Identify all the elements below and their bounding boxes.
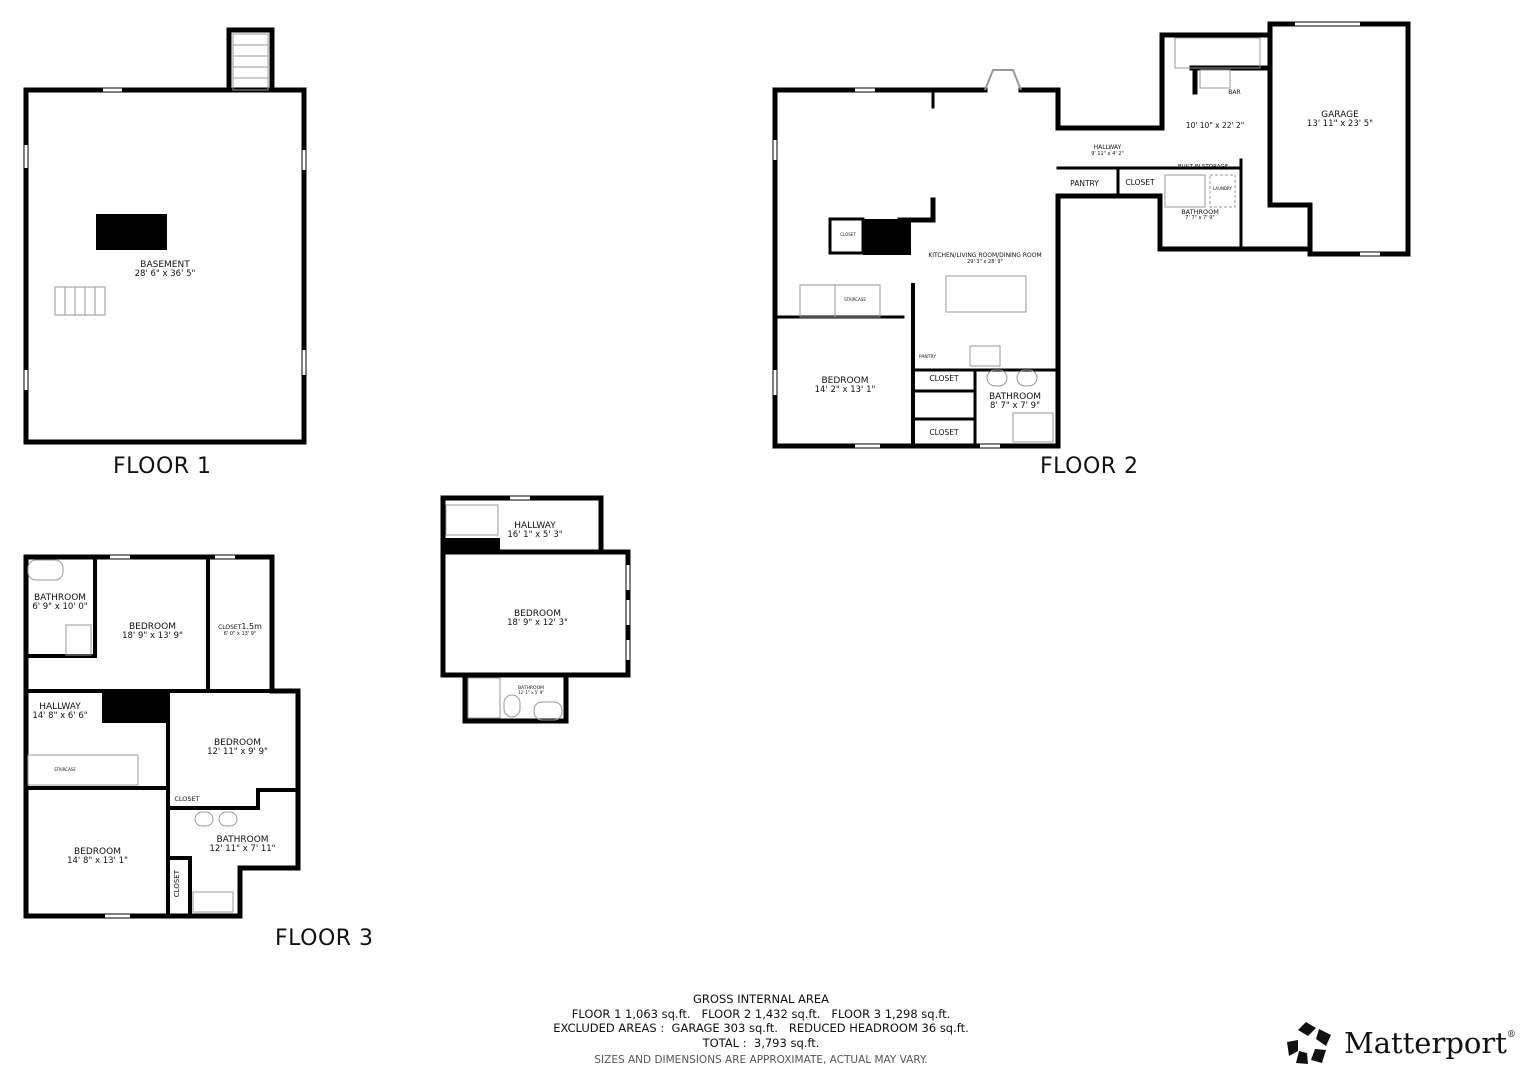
room-bathroom: BATHROOM 7' 7" x 7' 9" bbox=[1170, 208, 1230, 222]
room-bedroom: BEDROOM 18' 9" x 12' 3" bbox=[495, 609, 580, 629]
fireplace-block bbox=[863, 219, 911, 255]
room-name: GARAGE bbox=[1321, 110, 1359, 120]
room-name: BEDROOM bbox=[74, 847, 121, 857]
room-dimensions: 7' 7" x 7' 9" bbox=[1185, 215, 1215, 222]
room-name: BEDROOM bbox=[129, 622, 176, 632]
floor-1-walls bbox=[23, 27, 307, 445]
room-dimensions: 28' 6" x 36' 5" bbox=[134, 269, 196, 280]
matterport-brand: Matterport® bbox=[1286, 1020, 1516, 1066]
room-bedroom: BEDROOM 12' 11" x 9' 9" bbox=[195, 738, 280, 758]
room-bar: BAR bbox=[1228, 89, 1241, 96]
room-closet: CLOSET bbox=[929, 374, 959, 383]
room-name: BEDROOM bbox=[514, 609, 561, 619]
summary-heading: GROSS INTERNAL AREA bbox=[692, 992, 829, 1006]
room-name: BEDROOM bbox=[821, 376, 869, 386]
room-hallway: HALLWAY 14' 8" x 6' 6" bbox=[30, 702, 90, 722]
room-name: BATHROOM bbox=[33, 593, 87, 603]
room-dimensions: 16' 1" x 5' 3" bbox=[507, 530, 563, 541]
room-closet: CLOSET bbox=[840, 232, 856, 237]
matterport-logo-icon bbox=[1287, 1022, 1331, 1064]
room-closet: CLOSET bbox=[173, 870, 181, 898]
summary-total: TOTAL : 3,793 sq.ft. bbox=[702, 1035, 820, 1050]
room-hallway: HALLWAY 9' 11" x 4' 2" bbox=[1080, 144, 1135, 158]
room-built-in-storage: BUILT-IN STORAGE bbox=[1177, 164, 1229, 170]
room-dimensions: 13' 11" x 23' 5" bbox=[1306, 119, 1374, 130]
room-staircase: STAIRCASE bbox=[844, 297, 866, 302]
room-bedroom: BEDROOM 14' 2" x 13' 1" bbox=[805, 376, 885, 396]
room-dimensions: 12' 1" x 5' 9" bbox=[517, 690, 545, 696]
headroom-annotation: 1.5m bbox=[241, 622, 262, 631]
chimney-block-attic bbox=[445, 538, 500, 554]
room-dimensions: 8' 7" x 7' 9" bbox=[990, 401, 1040, 412]
room-kitchen-living-dining: KITCHEN/LIVING ROOM/DINING ROOM 29' 3" x… bbox=[910, 252, 1060, 266]
room-staircase: STAIRCASE bbox=[54, 767, 76, 772]
summary-floors: FLOOR 1 1,063 sq.ft. FLOOR 2 1,432 sq.ft… bbox=[571, 1006, 951, 1021]
room-dimensions: 9' 11" x 4' 2" bbox=[1091, 150, 1124, 157]
room-hallway: HALLWAY 16' 1" x 5' 3" bbox=[500, 521, 570, 541]
room-name: HALLWAY bbox=[514, 521, 556, 531]
room-bathroom: BATHROOM 8' 7" x 7' 9" bbox=[985, 392, 1045, 412]
room-name: BASEMENT bbox=[140, 260, 190, 270]
floor-3-walls bbox=[23, 554, 301, 919]
room-name: CLOSET bbox=[218, 624, 242, 631]
brand-name: Matterport® bbox=[1344, 1026, 1516, 1060]
room-bedroom: BEDROOM 18' 9" x 13' 9" bbox=[110, 622, 195, 642]
room-dimensions: 6' 0" x 13' 9" bbox=[223, 630, 257, 637]
room-dimensions: 14' 8" x 6' 6" bbox=[32, 711, 88, 722]
chimney-block-floor-3 bbox=[102, 693, 168, 723]
room-dimensions: 29' 3" x 28' 9" bbox=[967, 258, 1003, 265]
area-summary: GROSS INTERNAL AREA FLOOR 1 1,063 sq.ft.… bbox=[500, 992, 1022, 1068]
room-closet: CLOSET bbox=[1125, 178, 1155, 187]
room-basement: BASEMENT 28' 6" x 36' 5" bbox=[120, 260, 210, 280]
floor-2-title: FLOOR 2 bbox=[1040, 454, 1139, 479]
room-laundry: LAUNDRY bbox=[1212, 186, 1233, 191]
room-dimensions: 12' 11" x 9' 9" bbox=[207, 747, 268, 758]
chimney-block bbox=[96, 214, 167, 250]
room-closet: CLOSET bbox=[929, 428, 959, 437]
room-dimensions: 14' 8" x 13' 1" bbox=[67, 856, 128, 867]
floor-1-title: FLOOR 1 bbox=[113, 454, 212, 479]
room-closet: CLOSET bbox=[174, 795, 200, 803]
room-bedroom: BEDROOM 14' 8" x 13' 1" bbox=[55, 847, 140, 867]
room-name: BATHROOM bbox=[1181, 208, 1219, 216]
room-name: BATHROOM bbox=[517, 686, 545, 691]
room-dimensions: 14' 2" x 13' 1" bbox=[814, 385, 876, 396]
floor-3-title: FLOOR 3 bbox=[275, 926, 374, 951]
room-pantry: PANTRY bbox=[918, 355, 937, 360]
room-bathroom: BATHROOM 12' 1" x 5' 9" bbox=[510, 686, 552, 696]
summary-excluded: EXCLUDED AREAS : GARAGE 303 sq.ft. REDUC… bbox=[553, 1021, 969, 1035]
room-dimensions: 12' 11" x 7' 11" bbox=[209, 844, 276, 855]
room-bathroom: BATHROOM 12' 11" x 7' 11" bbox=[200, 835, 285, 855]
room-closet: CLOSET1.5m 6' 0" x 13' 9" bbox=[215, 622, 265, 638]
room-pantry: PANTRY bbox=[1070, 179, 1099, 188]
room-name: BEDROOM bbox=[214, 738, 261, 748]
room-bar-area: 10' 10" x 22' 2" bbox=[1185, 121, 1245, 130]
room-name: BATHROOM bbox=[988, 392, 1042, 402]
room-dimensions: 18' 9" x 12' 3" bbox=[507, 618, 568, 629]
room-name: HALLWAY bbox=[1093, 144, 1122, 151]
room-dimensions: 6' 9" x 10' 0" bbox=[32, 602, 88, 613]
summary-disclaimer: SIZES AND DIMENSIONS ARE APPROXIMATE, AC… bbox=[594, 1054, 928, 1066]
room-name: KITCHEN/LIVING ROOM/DINING ROOM bbox=[928, 252, 1042, 259]
room-name: HALLWAY bbox=[39, 702, 81, 712]
room-name: BATHROOM bbox=[216, 835, 269, 845]
room-bathroom: BATHROOM 6' 9" x 10' 0" bbox=[28, 593, 92, 613]
room-garage: GARAGE 13' 11" x 23' 5" bbox=[1300, 110, 1380, 130]
room-dimensions: 18' 9" x 13' 9" bbox=[122, 631, 183, 642]
